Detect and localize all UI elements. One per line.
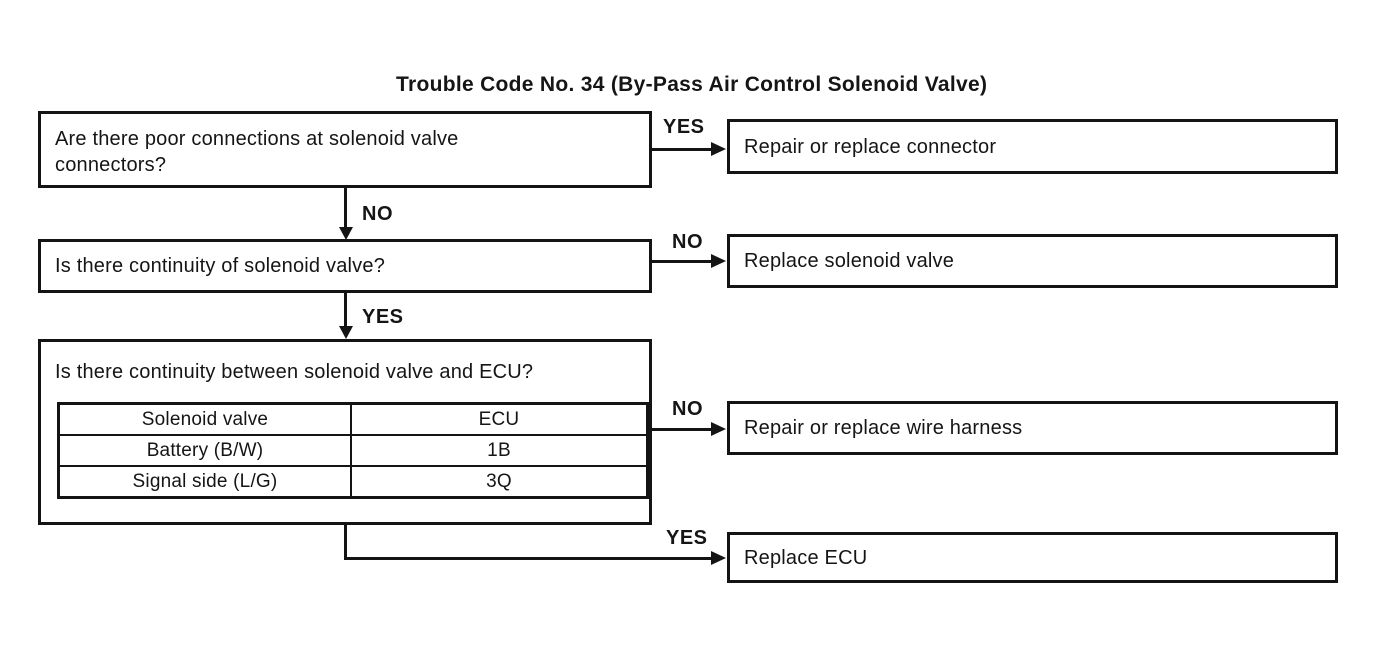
action-box-repair-connector: Repair or replace connector — [727, 119, 1338, 174]
action-text: Replace solenoid valve — [744, 250, 955, 272]
arrowhead-right-icon — [711, 422, 726, 436]
label-no-q3: NO — [672, 398, 703, 420]
question-box-poor-connections: Are there poor connections at solenoid v… — [38, 111, 652, 188]
table-header-row: Solenoid valve ECU — [57, 402, 649, 436]
connector-line-q3-a3 — [650, 428, 713, 431]
table-cell-signal: Signal side (L/G) — [57, 465, 352, 499]
arrowhead-right-icon — [711, 551, 726, 565]
label-yes-q2: YES — [362, 306, 404, 328]
question-text: Is there continuity of solenoid valve? — [55, 255, 386, 277]
arrowhead-right-icon — [711, 142, 726, 156]
table-row: Battery (B/W) 1B — [57, 434, 649, 467]
action-text: Repair or replace connector — [744, 135, 997, 158]
label-no-q1: NO — [362, 203, 393, 225]
label-no-q2: NO — [672, 231, 703, 253]
connector-line-q3-a4 — [344, 557, 713, 560]
question-box-continuity-ecu: Is there continuity between solenoid val… — [38, 339, 652, 525]
label-yes-q3: YES — [666, 527, 708, 549]
connector-line-q2-a2 — [650, 260, 713, 263]
table-cell-signal-pin: 3Q — [350, 465, 649, 499]
table-cell-battery-pin: 1B — [350, 434, 649, 467]
connector-line-q2-q3 — [344, 293, 347, 331]
table-row: Signal side (L/G) 3Q — [57, 465, 649, 499]
action-text: Repair or replace wire harness — [744, 417, 1023, 439]
connector-line-q1-a1 — [650, 148, 713, 151]
arrowhead-down-icon — [339, 326, 353, 339]
action-box-replace-ecu: Replace ECU — [727, 532, 1338, 583]
page-title: Trouble Code No. 34 (By-Pass Air Control… — [396, 73, 988, 96]
action-box-repair-harness: Repair or replace wire harness — [727, 401, 1338, 455]
table-header-ecu: ECU — [350, 402, 649, 436]
question-text: Are there poor connections at solenoid v… — [55, 128, 459, 176]
connector-line-q1-q2 — [344, 188, 347, 232]
label-yes-q1: YES — [663, 116, 705, 138]
solenoid-ecu-pin-table: Solenoid valve ECU Battery (B/W) 1B Sign… — [57, 402, 649, 499]
table-header-solenoid-valve: Solenoid valve — [57, 402, 352, 436]
action-text: Replace ECU — [744, 546, 868, 569]
connector-elbow-q3-a4 — [344, 523, 347, 560]
action-box-replace-valve: Replace solenoid valve — [727, 234, 1338, 288]
arrowhead-down-icon — [339, 227, 353, 240]
table-cell-battery: Battery (B/W) — [57, 434, 352, 467]
question-text: Is there continuity between solenoid val… — [55, 361, 534, 383]
question-box-continuity-valve: Is there continuity of solenoid valve? — [38, 239, 652, 293]
arrowhead-right-icon — [711, 254, 726, 268]
